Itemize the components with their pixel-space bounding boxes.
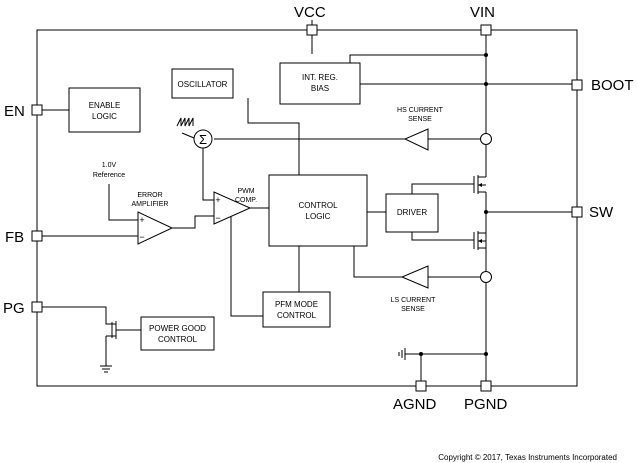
ls-current-sense	[400, 265, 492, 289]
pin-sw: SW	[571, 204, 614, 221]
pin-pg-label: PG	[3, 300, 25, 317]
pin-pg: PG	[3, 300, 43, 317]
hs-current-sense	[403, 128, 492, 151]
control-logic-label-1: CONTROL	[298, 201, 338, 210]
control-logic-label-2: LOGIC	[306, 212, 331, 221]
pin-vin: VIN	[470, 4, 495, 36]
error-amplifier: + −	[137, 211, 174, 245]
int-reg-bias-block: INT. REG. BIAS	[279, 62, 361, 105]
summer-node: Σ	[193, 129, 213, 149]
hs-current-sense-label-2: SENSE	[408, 116, 432, 123]
pin-pgnd-label: PGND	[464, 396, 508, 413]
driver-label: DRIVER	[397, 208, 427, 217]
pfm-label-1: PFM MODE	[275, 300, 318, 309]
pin-sw-label: SW	[589, 204, 614, 221]
ls-current-sense-label-2: SENSE	[401, 306, 425, 313]
pin-en: EN	[4, 103, 43, 120]
hs-current-sense-label-1: HS CURRENT	[397, 107, 444, 114]
ramp-waveform-icon	[176, 117, 194, 127]
pwm-comp-plus: +	[215, 195, 220, 205]
wires	[42, 35, 572, 381]
pwm-comp-minus: −	[215, 213, 220, 223]
oscillator-label: OSCILLATOR	[178, 80, 228, 89]
ground-icon	[100, 365, 112, 373]
power-good-mosfet-icon	[106, 321, 118, 339]
pin-boot: BOOT	[571, 77, 634, 94]
ls-current-sense-label-1: LS CURRENT	[391, 297, 436, 304]
oscillator-block: OSCILLATOR	[171, 68, 234, 99]
error-amplifier-label-1: ERROR	[137, 192, 162, 199]
enable-logic-block: ENABLE LOGIC	[68, 87, 141, 133]
reference-label-2: Reference	[93, 172, 125, 179]
summer-symbol: Σ	[199, 132, 207, 147]
reference-label-1: 1.0V	[102, 162, 117, 169]
int-reg-label-1: INT. REG.	[302, 73, 338, 82]
low-side-mosfet-icon	[473, 212, 487, 250]
power-good-control-block: POWER GOOD CONTROL	[140, 316, 215, 351]
control-logic-block: CONTROL LOGIC	[268, 174, 368, 247]
error-amplifier-label-2: AMPLIFIER	[132, 201, 169, 208]
high-side-mosfet-icon	[473, 175, 487, 212]
pfm-mode-control-block: PFM MODE CONTROL	[262, 291, 331, 328]
pin-en-label: EN	[4, 103, 25, 120]
power-good-label-1: POWER GOOD	[149, 324, 206, 333]
pin-fb-label: FB	[5, 229, 24, 246]
pin-vcc-label: VCC	[294, 4, 326, 21]
error-amp-minus: −	[139, 232, 144, 242]
int-reg-label-2: BIAS	[311, 84, 329, 93]
copyright-notice: Copyright © 2017, Texas Instruments Inco…	[438, 453, 617, 462]
pin-fb: FB	[5, 229, 43, 246]
enable-logic-label-1: ENABLE	[89, 101, 121, 110]
agnd-ground-icon	[398, 348, 406, 360]
pwm-comparator: + −	[213, 191, 252, 225]
pin-vin-label: VIN	[470, 4, 495, 21]
pin-agnd-label: AGND	[393, 396, 437, 413]
pwm-comp-label-2: COMP.	[235, 197, 257, 204]
power-good-label-2: CONTROL	[158, 335, 198, 344]
enable-logic-label-2: LOGIC	[92, 112, 117, 121]
pin-boot-label: BOOT	[591, 77, 634, 94]
pfm-label-2: CONTROL	[277, 311, 317, 320]
pwm-comp-label-1: PWM	[237, 188, 254, 195]
error-amp-plus: +	[139, 215, 144, 225]
driver-block: DRIVER	[385, 193, 439, 233]
